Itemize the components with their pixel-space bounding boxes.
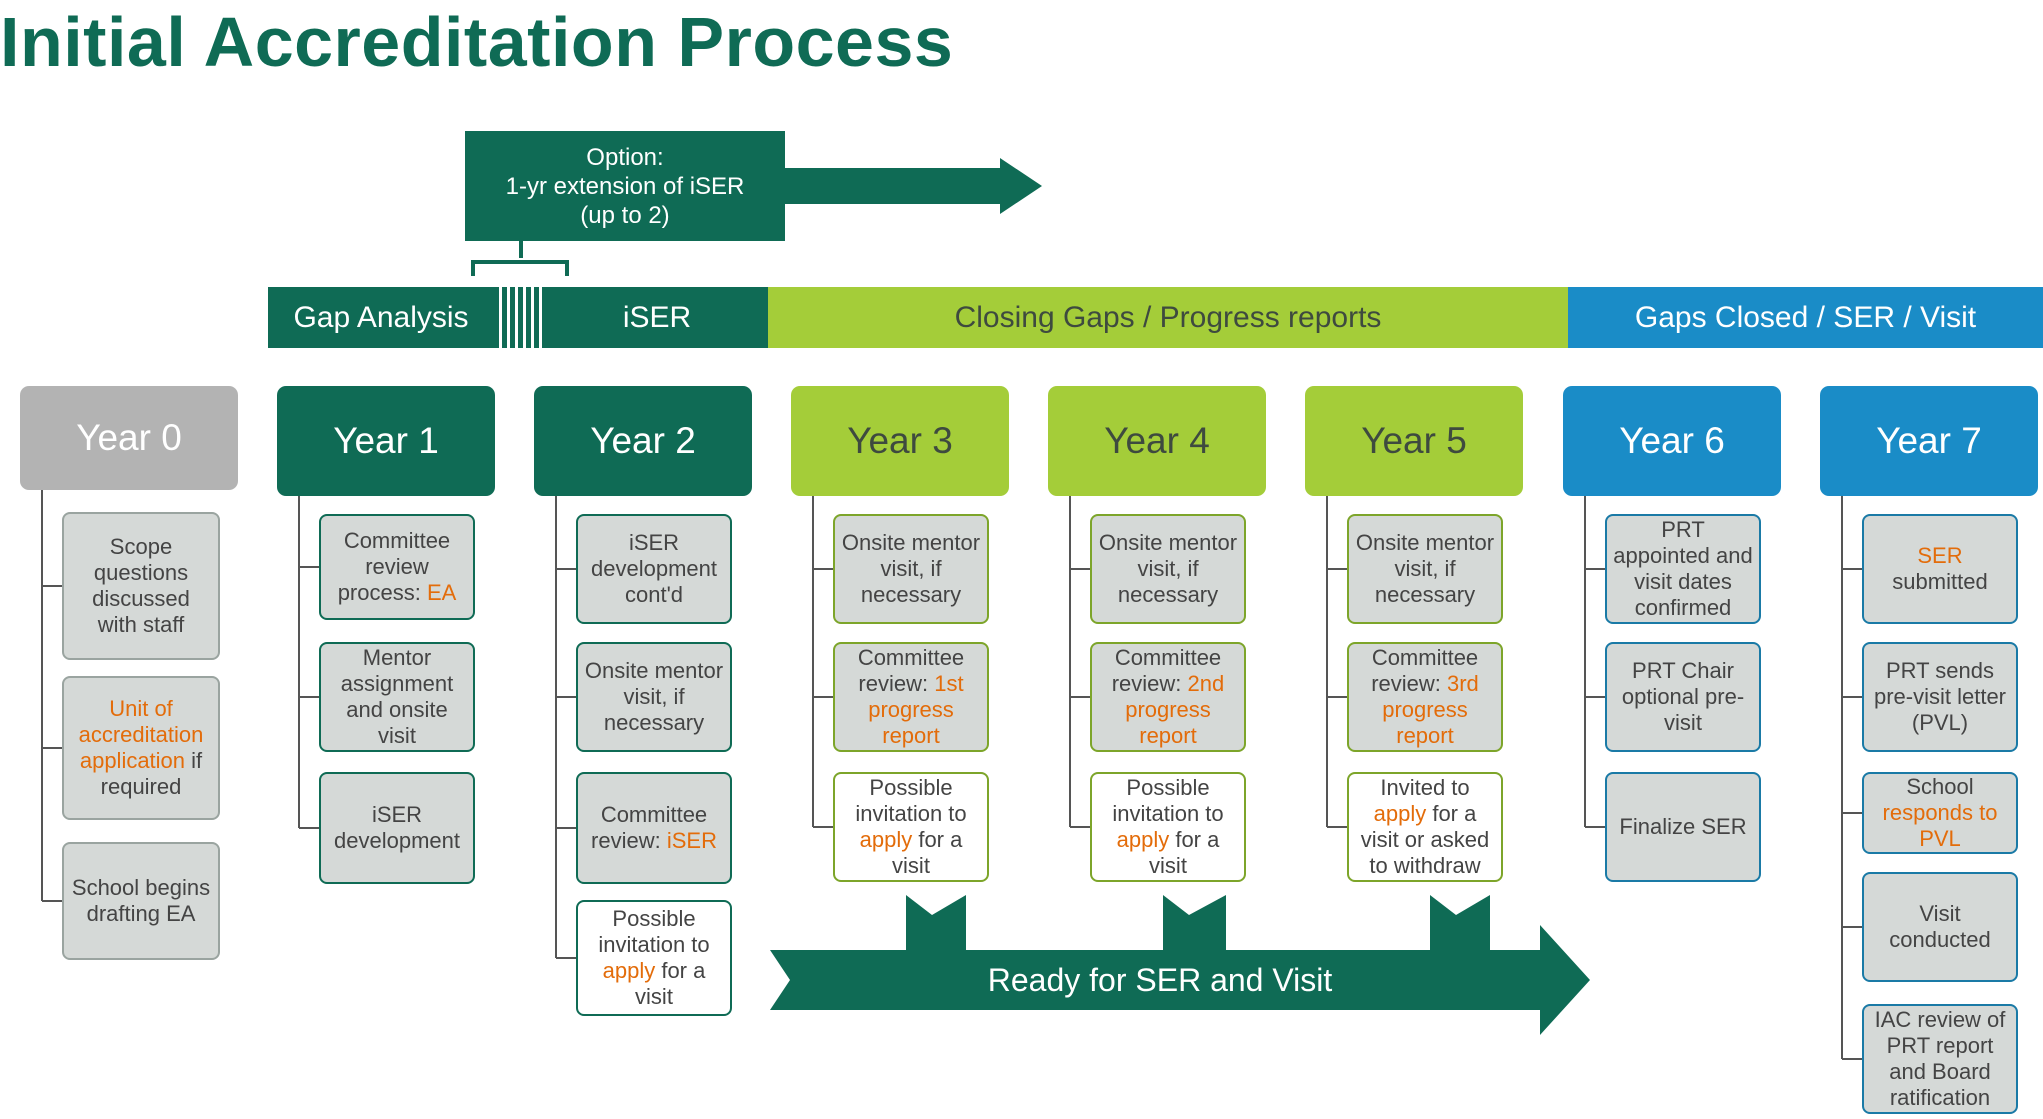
year-7-step-1: PRT sends pre-visit letter (PVL)	[1862, 642, 2018, 752]
step-text: Unit of accreditation application	[78, 696, 204, 773]
option-line2: 1-yr extension of iSER	[505, 172, 745, 200]
step-text: Finalize SER	[1619, 814, 1747, 839]
ready-arrow	[770, 925, 1590, 1035]
step-text: Mentor assignment and onsite visit	[340, 645, 454, 748]
bracket	[471, 260, 569, 276]
year-0-step-1: Unit of accreditation application if req…	[62, 676, 220, 820]
year-5-step-2: Invited to apply for a visit or asked to…	[1347, 772, 1503, 882]
year-0-step-0: Scope questions discussed with staff	[62, 512, 220, 660]
step-text: apply	[1116, 827, 1170, 852]
step-text: Scope questions discussed with staff	[92, 534, 190, 637]
year-header-0: Year 0	[20, 386, 238, 490]
year-header-5: Year 5	[1305, 386, 1523, 496]
step-text: PRT Chair optional pre-visit	[1621, 658, 1745, 735]
ready-notch	[906, 895, 966, 950]
option-box: Option: 1-yr extension of iSER (up to 2)	[465, 131, 785, 241]
step-text: PRT appointed and visit dates confirmed	[1613, 517, 1753, 620]
phase-gaps-closed: Gaps Closed / SER / Visit	[1568, 287, 2043, 348]
page-title: Initial Accreditation Process	[0, 3, 954, 81]
step-text: Possible invitation to	[598, 906, 710, 957]
step-text: School	[1906, 774, 1974, 799]
year-header-7: Year 7	[1820, 386, 2038, 496]
step-text: if required	[100, 748, 203, 799]
year-2-step-2: Committee review: iSER	[576, 772, 732, 884]
year-7-step-2: School responds to PVL	[1862, 772, 2018, 854]
step-text: Onsite mentor visit, if necessary	[584, 658, 724, 735]
phase-closing-gaps: Closing Gaps / Progress reports	[768, 287, 1568, 348]
year-2-step-1: Onsite mentor visit, if necessary	[576, 642, 732, 752]
step-text: iSER development	[334, 802, 460, 853]
year-4-step-2: Possible invitation to apply for a visit	[1090, 772, 1246, 882]
step-text: EA	[426, 580, 457, 605]
year-header-6: Year 6	[1563, 386, 1781, 496]
ready-banner: Ready for SER and Visit	[987, 961, 1333, 998]
phase-gap-analysis: Gap Analysis	[268, 287, 494, 348]
step-text: for a visit or asked to withdraw	[1360, 801, 1490, 878]
phase-transition-stripes	[494, 287, 546, 348]
year-6-step-1: PRT Chair optional pre-visit	[1605, 642, 1761, 752]
phase-iser: iSER	[546, 287, 768, 348]
step-text: Onsite mentor visit, if necessary	[841, 530, 981, 607]
step-text: School begins drafting EA	[71, 875, 211, 926]
year-header-4: Year 4	[1048, 386, 1266, 496]
step-text: Onsite mentor visit, if necessary	[1098, 530, 1238, 607]
year-header-3: Year 3	[791, 386, 1009, 496]
step-text: apply	[1373, 801, 1427, 826]
year-7-step-4: IAC review of PRT report and Board ratif…	[1862, 1004, 2018, 1114]
step-text: Committee review:	[1371, 645, 1479, 696]
step-text: SER	[1917, 543, 1963, 568]
step-text: 3rd progress report	[1382, 671, 1479, 748]
step-text: for a visit	[1149, 827, 1220, 878]
year-2-step-0: iSER development cont'd	[576, 514, 732, 624]
step-text: Committee review process:	[337, 528, 451, 605]
step-text: apply	[859, 827, 913, 852]
step-text: Onsite mentor visit, if necessary	[1355, 530, 1495, 607]
step-text: Possible invitation to	[855, 775, 967, 826]
year-header-2: Year 2	[534, 386, 752, 496]
year-2-step-3: Possible invitation to apply for a visit	[576, 900, 732, 1016]
year-1-step-2: iSER development	[319, 772, 475, 884]
step-text: for a visit	[635, 958, 706, 1009]
year-4-step-0: Onsite mentor visit, if necessary	[1090, 514, 1246, 624]
year-4-step-1: Committee review: 2nd progress report	[1090, 642, 1246, 752]
step-text: apply	[602, 958, 656, 983]
ready-notch	[1430, 895, 1490, 950]
year-3-step-0: Onsite mentor visit, if necessary	[833, 514, 989, 624]
step-text: IAC review of PRT report and Board ratif…	[1874, 1007, 2006, 1110]
step-text: Committee review:	[1111, 645, 1222, 696]
step-text: iSER development cont'd	[591, 530, 717, 607]
step-text: Possible invitation to	[1112, 775, 1224, 826]
step-text: PRT sends pre-visit letter (PVL)	[1873, 658, 2007, 735]
step-text: responds to PVL	[1882, 800, 1998, 851]
year-5-step-0: Onsite mentor visit, if necessary	[1347, 514, 1503, 624]
step-text: iSER	[666, 828, 717, 853]
option-line3: (up to 2)	[580, 201, 670, 229]
step-text: Invited to	[1380, 775, 1470, 800]
year-7-step-3: Visit conducted	[1862, 872, 2018, 982]
step-text: for a visit	[892, 827, 963, 878]
step-text: Committee review:	[591, 802, 708, 853]
year-3-step-1: Committee review: 1st progress report	[833, 642, 989, 752]
step-text: 2nd progress report	[1125, 671, 1225, 748]
year-5-step-1: Committee review: 3rd progress report	[1347, 642, 1503, 752]
step-text: submitted	[1892, 569, 1988, 594]
year-7-step-0: SER submitted	[1862, 514, 2018, 624]
year-6-step-2: Finalize SER	[1605, 772, 1761, 882]
year-1-step-0: Committee review process: EA	[319, 514, 475, 620]
option-line1: Option:	[586, 143, 664, 171]
year-1-step-1: Mentor assignment and onsite visit	[319, 642, 475, 752]
year-header-1: Year 1	[277, 386, 495, 496]
option-arrow	[780, 158, 1042, 214]
step-text: 1st progress report	[868, 671, 964, 748]
year-0-step-2: School begins drafting EA	[62, 842, 220, 960]
year-6-step-0: PRT appointed and visit dates confirmed	[1605, 514, 1761, 624]
step-text: Visit conducted	[1889, 901, 1991, 952]
year-3-step-2: Possible invitation to apply for a visit	[833, 772, 989, 882]
step-text: Committee review:	[857, 645, 965, 696]
ready-notch	[1163, 895, 1226, 950]
